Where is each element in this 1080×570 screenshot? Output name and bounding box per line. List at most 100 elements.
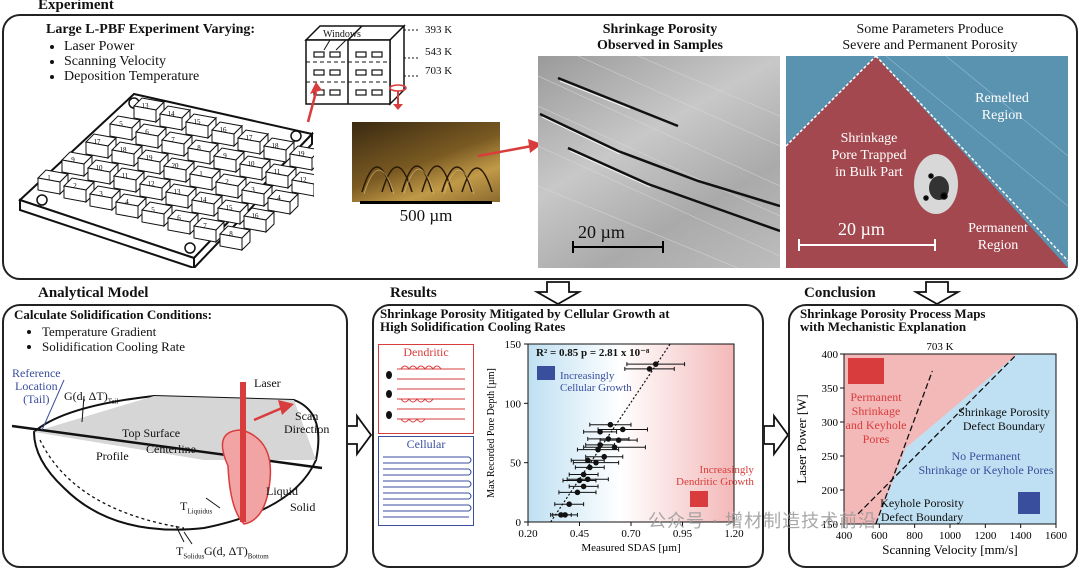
- sample-cube: 17: [236, 129, 270, 156]
- scatter-point: [624, 366, 675, 372]
- shrinkage-boundary-label: Shrinkage Porosity Defect Boundary: [958, 405, 1050, 433]
- down-arrow-icon: [533, 281, 583, 306]
- temp-543: 543 K: [425, 46, 453, 58]
- sample-cube: 9: [60, 151, 94, 178]
- sample-cube: 7: [160, 131, 194, 158]
- sample-cube: 1: [36, 169, 70, 196]
- bolt-hole-icon: [36, 194, 48, 206]
- cube-number: 6: [145, 128, 149, 136]
- cellular-map-icon: [1018, 492, 1040, 514]
- analytical-bullets: Temperature Gradient Solidification Cool…: [26, 324, 185, 354]
- analytical-heading: Calculate Solidification Conditions:: [14, 307, 212, 322]
- sample-cube: 10: [238, 155, 272, 182]
- sem-title: Shrinkage Porosity Observed in Samples: [596, 22, 723, 53]
- sample-cube: 13: [132, 97, 166, 124]
- experiment-bullets: Laser Power Scanning Velocity Deposition…: [48, 39, 199, 84]
- data-point: [584, 476, 591, 483]
- melt-pool-micrograph: 500 µm: [352, 122, 500, 232]
- melt-pool-model-drawing: [11, 379, 323, 545]
- permanent-region-label: Permanent Region: [968, 221, 1028, 253]
- cube-number: 15: [194, 118, 202, 126]
- cellular-mini-icon: [537, 366, 555, 380]
- defect-boundary-line: [875, 370, 933, 525]
- cube-number: 7: [171, 136, 175, 144]
- data-point: [587, 464, 593, 471]
- data-point: [595, 446, 601, 453]
- t-liquidus-label: TLiquidus: [180, 499, 213, 516]
- x-tick-label: 400: [836, 530, 853, 542]
- cube-number: 16: [220, 126, 228, 134]
- sample-cube: 17: [84, 133, 118, 160]
- sample-cube: 4: [114, 193, 148, 220]
- y-tick-label: 150: [822, 519, 839, 531]
- data-point: [646, 366, 653, 372]
- data-point: [607, 421, 614, 428]
- scan-direction-label: Scan Direction: [284, 409, 330, 436]
- scatter-point: [583, 429, 618, 435]
- sample-cube: 10: [86, 159, 120, 186]
- dendritic-label: Dendritic: [403, 345, 449, 359]
- data-point: [566, 501, 572, 507]
- centerline-label: Centerline: [146, 442, 196, 456]
- cube-number: 2: [73, 182, 77, 190]
- g-bottom-label: G(d, ΔT)Bottom: [204, 544, 269, 561]
- sample-cube: 4: [266, 189, 300, 216]
- data-point: [601, 453, 608, 460]
- cube-number: 1: [199, 170, 203, 178]
- cube-number: 6: [177, 214, 181, 222]
- watermark: 公众号 · 增材制造技术前沿: [648, 511, 878, 532]
- sample-cube: 18: [110, 141, 144, 168]
- scatter-point: [599, 437, 638, 443]
- solid-label: Solid: [290, 500, 316, 514]
- right-arrow-icon: [346, 413, 373, 457]
- map-title: 703 K: [926, 341, 953, 353]
- results-header: Results: [390, 285, 437, 301]
- cube-number: 7: [203, 222, 207, 230]
- sample-cube: 1: [188, 165, 222, 192]
- data-point: [605, 436, 612, 442]
- cube-number: 2: [225, 178, 229, 186]
- sample-cube: 3: [240, 181, 274, 208]
- dendrite-icon: [386, 365, 465, 423]
- cube-number: 13: [142, 102, 150, 110]
- sample-cube: 2: [62, 177, 96, 204]
- windows-label: Windows: [323, 29, 361, 40]
- sem-micrograph: 20 µm: [538, 56, 780, 268]
- sample-cube: 5: [108, 115, 142, 142]
- sample-cube: 6: [166, 209, 200, 236]
- y-tick-label: 0: [516, 517, 522, 529]
- cube-number: 14: [168, 110, 176, 118]
- right-arrow-icon: [763, 413, 790, 457]
- cube-number: 19: [298, 150, 306, 158]
- sample-cube: 8: [218, 225, 252, 252]
- windows-pointer: [323, 39, 331, 51]
- color-sem-scale: 20 µm: [838, 219, 885, 239]
- cube-number: 17: [94, 138, 102, 146]
- y-tick-label: 150: [505, 339, 522, 351]
- liquid-label: Liquid: [266, 484, 298, 498]
- scatter-point: [554, 501, 585, 507]
- analytical-header: Analytical Model: [38, 285, 149, 301]
- scatter-point: [570, 457, 605, 464]
- color-sem-title: Some Parameters Produce Severe and Perma…: [842, 22, 1018, 53]
- data-point: [597, 442, 603, 448]
- melt-pool-scale: 500 µm: [399, 206, 453, 225]
- sample-cube: 9: [212, 147, 246, 174]
- sample-cube: 2: [214, 173, 248, 200]
- sample-cube: 12: [138, 175, 172, 202]
- y-axis-label: Laser Power [W]: [794, 394, 809, 484]
- scatter-point: [572, 459, 620, 466]
- experiment-heading: Large L-PBF Experiment Varying:: [46, 22, 256, 37]
- scatter-point: [626, 361, 686, 367]
- cube-number: 18: [120, 146, 128, 154]
- y-tick-label: 300: [822, 417, 839, 429]
- cellular-label: Cellular: [406, 437, 446, 451]
- y-tick-label: 100: [505, 398, 522, 410]
- cube-number: 17: [246, 134, 254, 142]
- y-tick-label: 200: [822, 485, 839, 497]
- scatter-point: [550, 512, 572, 518]
- bullet-scanning-velocity: Scanning Velocity: [64, 54, 199, 69]
- dendritic-map-icon: [848, 358, 884, 384]
- cellular-icon: [383, 456, 472, 518]
- top-surface-label: Top Surface: [122, 426, 181, 440]
